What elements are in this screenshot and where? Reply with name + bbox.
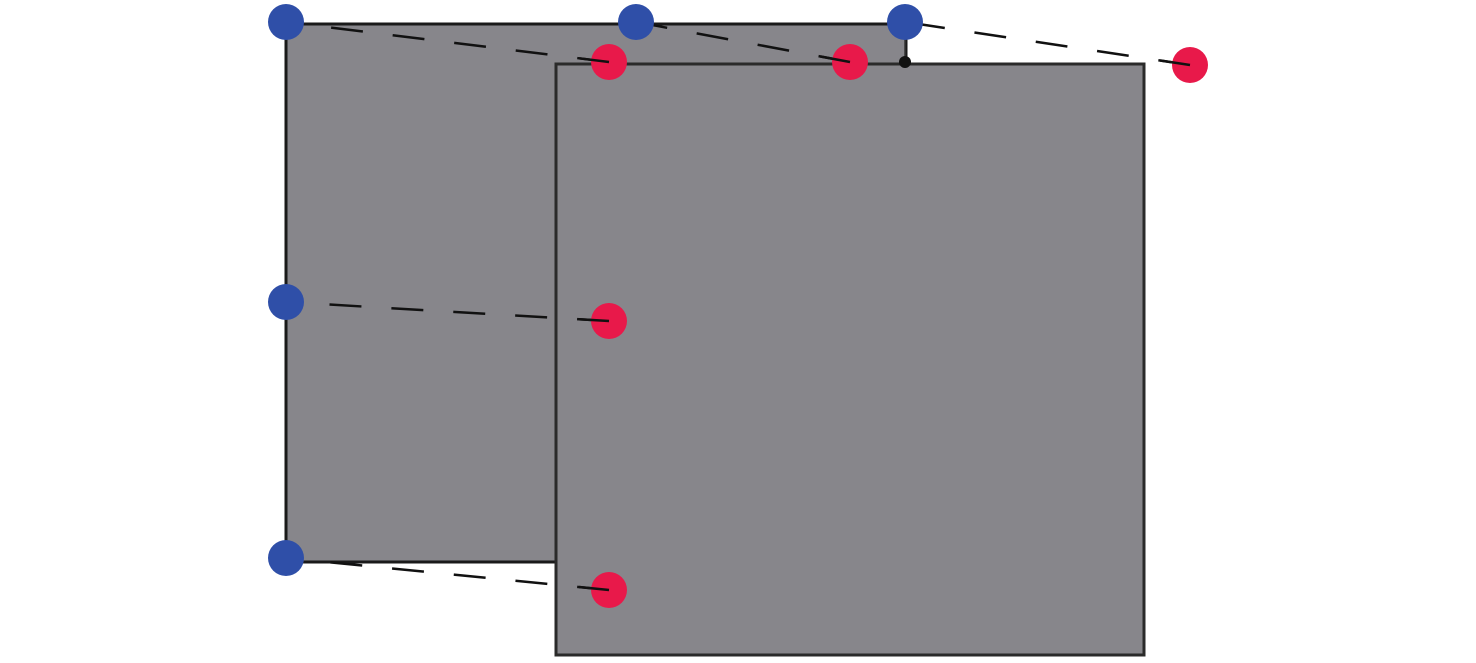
arrow-tail — [579, 585, 610, 592]
target-point-1 — [268, 4, 304, 40]
transformed-square — [554, 62, 1146, 657]
target-point-3 — [887, 4, 923, 40]
displacement-arrow-3 — [897, 9, 1191, 67]
displacement-arrow-4 — [279, 290, 610, 323]
arrow-tail — [579, 57, 610, 64]
anchor-dot — [899, 56, 911, 68]
displacement-arrow-1 — [278, 10, 610, 64]
target-point-2 — [618, 4, 654, 40]
arrow-tail — [820, 55, 851, 64]
target-point-5 — [268, 540, 304, 576]
source-point-3 — [1172, 47, 1208, 83]
arrow-tail — [1160, 59, 1191, 67]
arrow-tail — [578, 317, 610, 323]
displacement-arrow-5 — [278, 546, 610, 592]
target-point-4 — [268, 284, 304, 320]
